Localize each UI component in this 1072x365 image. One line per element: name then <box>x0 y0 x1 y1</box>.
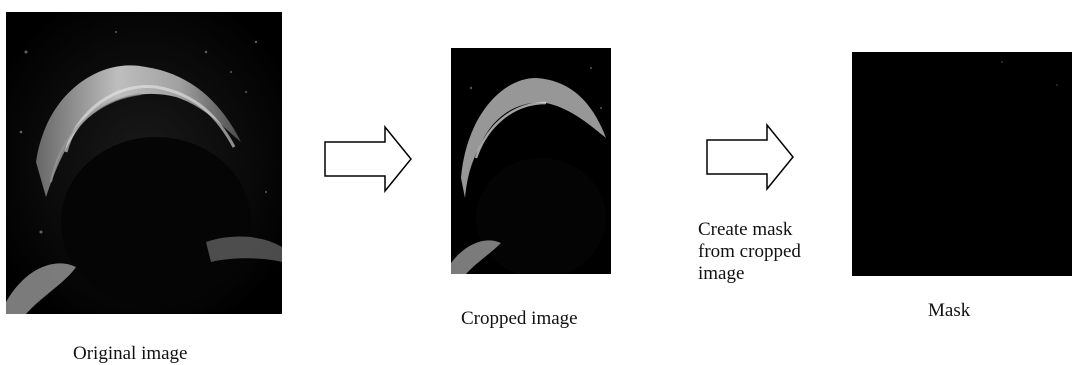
cropped-image-caption: Cropped image <box>461 308 578 330</box>
mask-image-graphic <box>852 52 1072 276</box>
mask-image <box>852 52 1072 276</box>
arrow-right-icon <box>705 123 795 191</box>
original-image <box>6 12 282 314</box>
cropped-image-graphic <box>451 48 611 274</box>
cropped-image <box>451 48 611 274</box>
step-label-create-mask: Create mask from cropped image <box>698 219 828 285</box>
mask-caption: Mask <box>928 300 970 322</box>
original-image-caption: Original image <box>73 343 188 365</box>
arrow-right-icon <box>323 125 413 193</box>
original-image-graphic <box>6 12 282 314</box>
